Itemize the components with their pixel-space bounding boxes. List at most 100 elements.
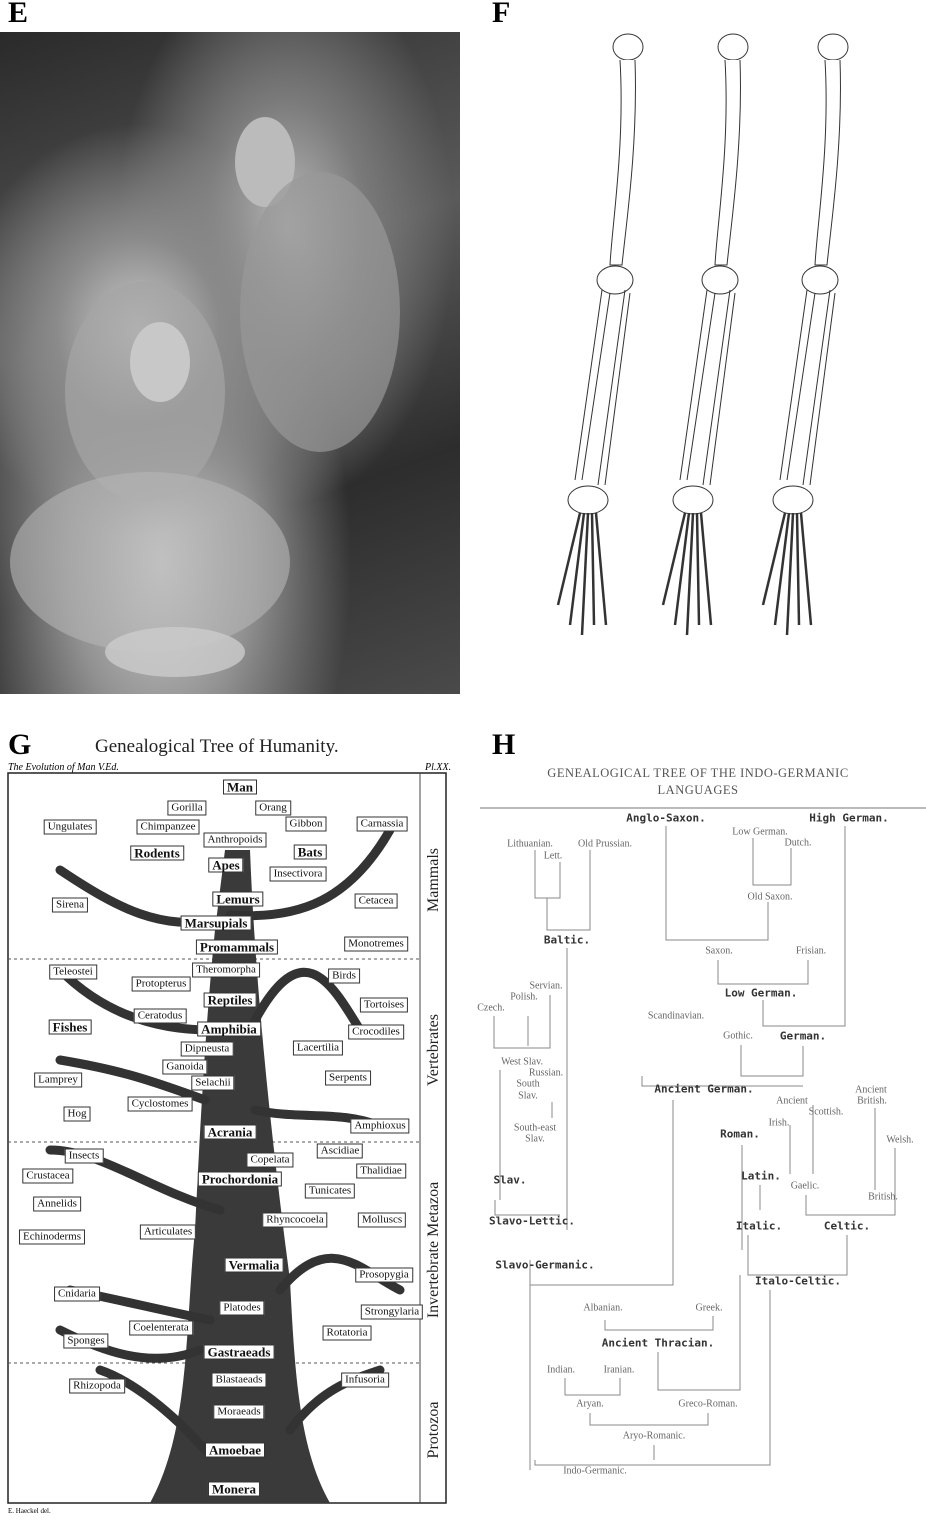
taxon-label-bats: Bats (293, 844, 327, 860)
taxon-label-promammals: Promammals (195, 939, 279, 955)
language-label: Old Prussian. (578, 838, 632, 850)
arm-skeleton (556, 33, 644, 636)
taxon-label-hog: Hog (63, 1106, 91, 1122)
bracket-lines (493, 826, 896, 1470)
taxon-label-crocodiles: Crocodiles (348, 1024, 404, 1040)
language-label: Greek. (695, 1302, 723, 1314)
language-label: Irish. (768, 1117, 790, 1129)
section-mammals: Mammals (425, 848, 442, 912)
language-label: Czech. (477, 1002, 505, 1014)
language-label: Slav. (493, 1173, 527, 1187)
taxon-label-theromorpha: Theromorpha (192, 962, 260, 978)
language-label: Scandinavian. (647, 1010, 705, 1022)
taxon-label-chimpanzee: Chimpanzee (136, 819, 200, 835)
taxon-label-selachii: Selachii (191, 1075, 235, 1091)
taxon-label-dipneusta: Dipneusta (180, 1041, 234, 1057)
language-label: Slav. (518, 1090, 538, 1102)
taxon-label-lemurs: Lemurs (212, 891, 264, 907)
taxon-label-prosopygia: Prosopygia (355, 1267, 413, 1283)
language-label: Saxon. (705, 945, 733, 957)
ape-family-illustration (0, 32, 460, 694)
language-label: Gothic. (723, 1030, 753, 1042)
language-label: Anglo-Saxon. (626, 811, 706, 825)
section-vertebrates: Vertebrates (425, 1014, 442, 1086)
taxon-label-monera: Monera (207, 1481, 261, 1497)
taxon-label-rhyncocoela: Rhyncocoela (262, 1212, 328, 1228)
taxon-label-marsupials: Marsupials (180, 915, 252, 931)
taxon-label-insects: Insects (64, 1148, 104, 1164)
language-label: Italic. (735, 1219, 783, 1233)
taxon-label-coelenterata: Coelenterata (129, 1320, 193, 1336)
language-label: Slav. (525, 1133, 545, 1145)
language-label: Albanian. (583, 1302, 623, 1314)
language-label: British. (857, 1095, 887, 1107)
indo-germanic-language-tree: H GENEALOGICAL TREE OF THE INDO-GERMANIC… (470, 728, 926, 1521)
language-label: Welsh. (886, 1134, 914, 1146)
taxon-label-gorilla: Gorilla (167, 800, 207, 816)
language-label: Slavo-Lettic. (488, 1214, 576, 1228)
panel-label-f: F (492, 0, 511, 29)
taxon-label-insectivora: Insectivora (269, 866, 327, 882)
taxon-label-carnassia: Carnassia (356, 816, 408, 832)
taxon-label-rhizopoda: Rhizopoda (69, 1378, 125, 1394)
language-label: West Slav. (501, 1056, 543, 1068)
language-label: Low German. (732, 826, 788, 838)
language-label: Servian. (529, 980, 563, 992)
language-label: German. (779, 1029, 827, 1043)
taxon-label-lacertilia: Lacertilia (292, 1040, 344, 1056)
taxon-label-ganoida: Ganoida (162, 1059, 208, 1075)
taxon-label-amphibia: Amphibia (197, 1021, 261, 1037)
language-label: South-east (513, 1122, 557, 1134)
panel-label-e: E (8, 0, 29, 29)
taxon-label-acrania: Acrania (203, 1124, 257, 1140)
taxon-label-moraeads: Moraeads (213, 1404, 265, 1420)
taxon-label-protopterus: Protopterus (131, 976, 191, 992)
taxon-label-echinoderms: Echinoderms (18, 1229, 86, 1245)
taxon-label-sponges: Sponges (63, 1333, 109, 1349)
artist-credit: E. Haeckel del. (8, 1507, 51, 1515)
language-label: Lithuanian. (507, 838, 553, 850)
language-label: Gaelic. (790, 1180, 820, 1192)
taxon-label-vermalia: Vermalia (224, 1257, 284, 1273)
section-invertebrate-metazoa: Invertebrate Metazoa (425, 1181, 442, 1319)
taxon-label-sirena: Sirena (51, 897, 89, 913)
taxon-label-lamprey: Lamprey (34, 1072, 82, 1088)
arm-bones-illustration (480, 25, 926, 675)
language-label: Old Saxon. (747, 891, 793, 903)
taxon-label-annelids: Annelids (33, 1196, 81, 1212)
language-label: Dutch. (784, 837, 812, 849)
language-label: Ancient German. (654, 1082, 754, 1096)
taxon-label-gibbon: Gibbon (285, 816, 327, 832)
language-label: Greco-Roman. (678, 1398, 738, 1410)
language-label: Latin. (741, 1169, 781, 1183)
language-label: Celtic. (823, 1219, 871, 1233)
taxon-label-cetacea: Cetacea (354, 893, 398, 909)
language-label: Aryo-Romanic. (622, 1430, 686, 1442)
language-label: British. (868, 1191, 898, 1203)
taxon-label-articulates: Articulates (139, 1224, 197, 1240)
taxon-label-prochordonia: Prochordonia (197, 1171, 283, 1187)
section-protozoa: Protozoa (425, 1401, 442, 1459)
language-label: Russian. (528, 1067, 564, 1079)
language-label: Polish. (510, 991, 538, 1003)
taxon-label-amoebae: Amoebae (205, 1442, 265, 1458)
language-label: Iranian. (603, 1364, 635, 1376)
taxon-label-copelata: Copelata (246, 1152, 294, 1168)
language-label: Roman. (720, 1127, 760, 1141)
taxon-label-teleostei: Teleostei (49, 964, 97, 980)
taxon-label-man: Man (223, 779, 257, 795)
taxon-label-birds: Birds (328, 968, 360, 984)
arm-skeletons-drawing (556, 33, 849, 636)
taxon-label-rotatoria: Rotatoria (322, 1325, 372, 1341)
taxon-label-cnidaria: Cnidaria (54, 1286, 100, 1302)
taxon-label-fishes: Fishes (48, 1019, 92, 1035)
taxon-label-platodes: Platodes (219, 1300, 265, 1316)
panel-label-h: H (492, 728, 516, 761)
language-label: Slavo-Germanic. (495, 1258, 595, 1272)
taxon-label-apes: Apes (208, 857, 244, 873)
taxon-label-blastaeads: Blastaeads (211, 1372, 267, 1388)
tree-subtitle: The Evolution of Man V.Ed. (8, 762, 119, 773)
genealogical-tree-of-humanity: G Genealogical Tree of Humanity. The Evo… (0, 728, 460, 1521)
title-rule (480, 807, 926, 809)
language-label: Low German. (724, 986, 798, 1000)
